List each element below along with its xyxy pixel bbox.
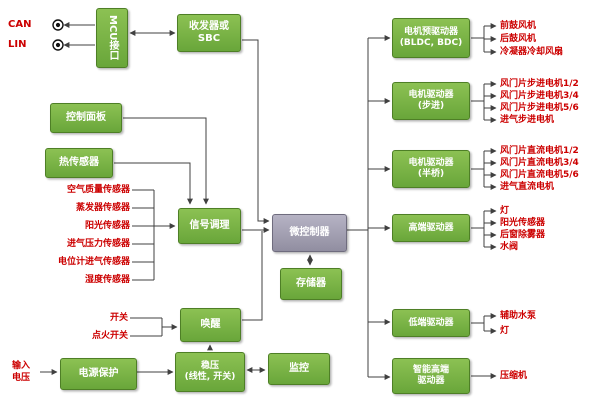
can-connector-icon: [52, 19, 64, 31]
wire-highside-fan: [471, 211, 485, 247]
wire-ctrlpanel-signal: [123, 117, 209, 205]
label-front-blower: 前鼓风机: [500, 21, 537, 31]
label-air-quality-sensor: 空气质量传感器: [66, 185, 130, 195]
wire-lowside-fan: [471, 316, 485, 331]
label-lamp-high-side: 灯: [500, 206, 510, 216]
label-flap-stepper-motor-34: 风门片步进电机3/4: [500, 91, 579, 101]
label-can: CAN: [8, 19, 32, 30]
label-rear-blower: 后鼓风机: [500, 34, 537, 44]
block-transceiver-sbc: 收发器或 SBC: [177, 14, 241, 52]
wire-sensor-stubs: [132, 189, 154, 281]
wire-halfbridge-fan: [471, 151, 485, 187]
block-motor-driver-stepper: 电机驱动器 (步进): [392, 82, 470, 120]
wire-sbc-micro: [242, 39, 270, 224]
label-flap-dc-motor-34: 风门片直流电机3/4: [500, 158, 579, 168]
block-motor-predriver: 电机预驱动器 (BLDC, BDC): [392, 18, 470, 58]
label-evaporator-sensor: 蒸发器传感器: [75, 203, 130, 213]
label-compressor: 压缩机: [500, 371, 528, 381]
block-high-side-driver: 高端驱动器: [392, 214, 470, 242]
label-input-voltage: 输入 电压: [11, 361, 30, 383]
label-switch: 开关: [109, 313, 128, 323]
label-sunlight-sensor: 阳光传感器: [84, 221, 130, 231]
block-regulator: 稳压 (线性, 开关): [175, 352, 245, 392]
label-flap-dc-motor-12: 风门片直流电机1/2: [500, 146, 579, 156]
block-control-panel: 控制面板: [50, 103, 122, 133]
wire-predriver-fan: [471, 26, 485, 52]
label-flap-dc-motor-56: 风门片直流电机5/6: [500, 170, 579, 180]
block-monitor: 监控: [268, 353, 330, 385]
label-potentiometer-intake-sensor: 电位计进气传感器: [57, 257, 130, 267]
wire-stepper-fan: [471, 84, 485, 120]
label-flap-stepper-motor-12: 风门片步进电机1/2: [500, 79, 579, 89]
block-memory: 存储器: [280, 268, 342, 300]
label-lin: LIN: [8, 39, 27, 50]
wire-wakeup-micro: [242, 231, 263, 321]
label-auxiliary-water-pump: 辅助水泵: [500, 311, 537, 321]
block-power-protection: 电源保护: [60, 358, 137, 390]
label-condenser-cooling-fan: 冷凝器冷却风扇: [500, 47, 564, 57]
label-intake-pressure-sensor: 进气压力传感器: [66, 239, 130, 249]
wire-thermal-signal: [114, 162, 193, 205]
block-mcu-interface: MCU接口: [96, 8, 128, 68]
block-smart-high-side-driver: 智能高端 驱动器: [392, 358, 470, 394]
diagram-wires: [40, 22, 497, 380]
block-wakeup: 唤醒: [180, 308, 241, 342]
block-low-side-driver: 低端驱动器: [392, 309, 470, 337]
lin-connector-icon: [52, 39, 64, 51]
block-motor-driver-half-bridge: 电机驱动器 (半桥): [392, 150, 470, 188]
block-signal-conditioning: 信号调理: [178, 208, 241, 244]
label-flap-stepper-motor-56: 风门片步进电机5/6: [500, 103, 579, 113]
label-lamp-low-side: 灯: [500, 326, 510, 336]
label-intake-dc-motor: 进气直流电机: [500, 182, 555, 192]
label-ignition-switch: 点火开关: [91, 331, 128, 341]
block-microcontroller: 微控制器: [272, 214, 347, 252]
label-sunlight-sensor-out: 阳光传感器: [500, 218, 546, 228]
label-intake-stepper-motor: 进气步进电机: [500, 115, 555, 125]
label-water-valve: 水阀: [500, 242, 519, 252]
label-rear-window-defogger: 后窗除雾器: [500, 230, 546, 240]
block-thermal-sensor: 热传感器: [45, 148, 113, 178]
label-humidity-sensor: 湿度传感器: [84, 275, 130, 285]
wire-switch-stubs: [130, 317, 162, 337]
